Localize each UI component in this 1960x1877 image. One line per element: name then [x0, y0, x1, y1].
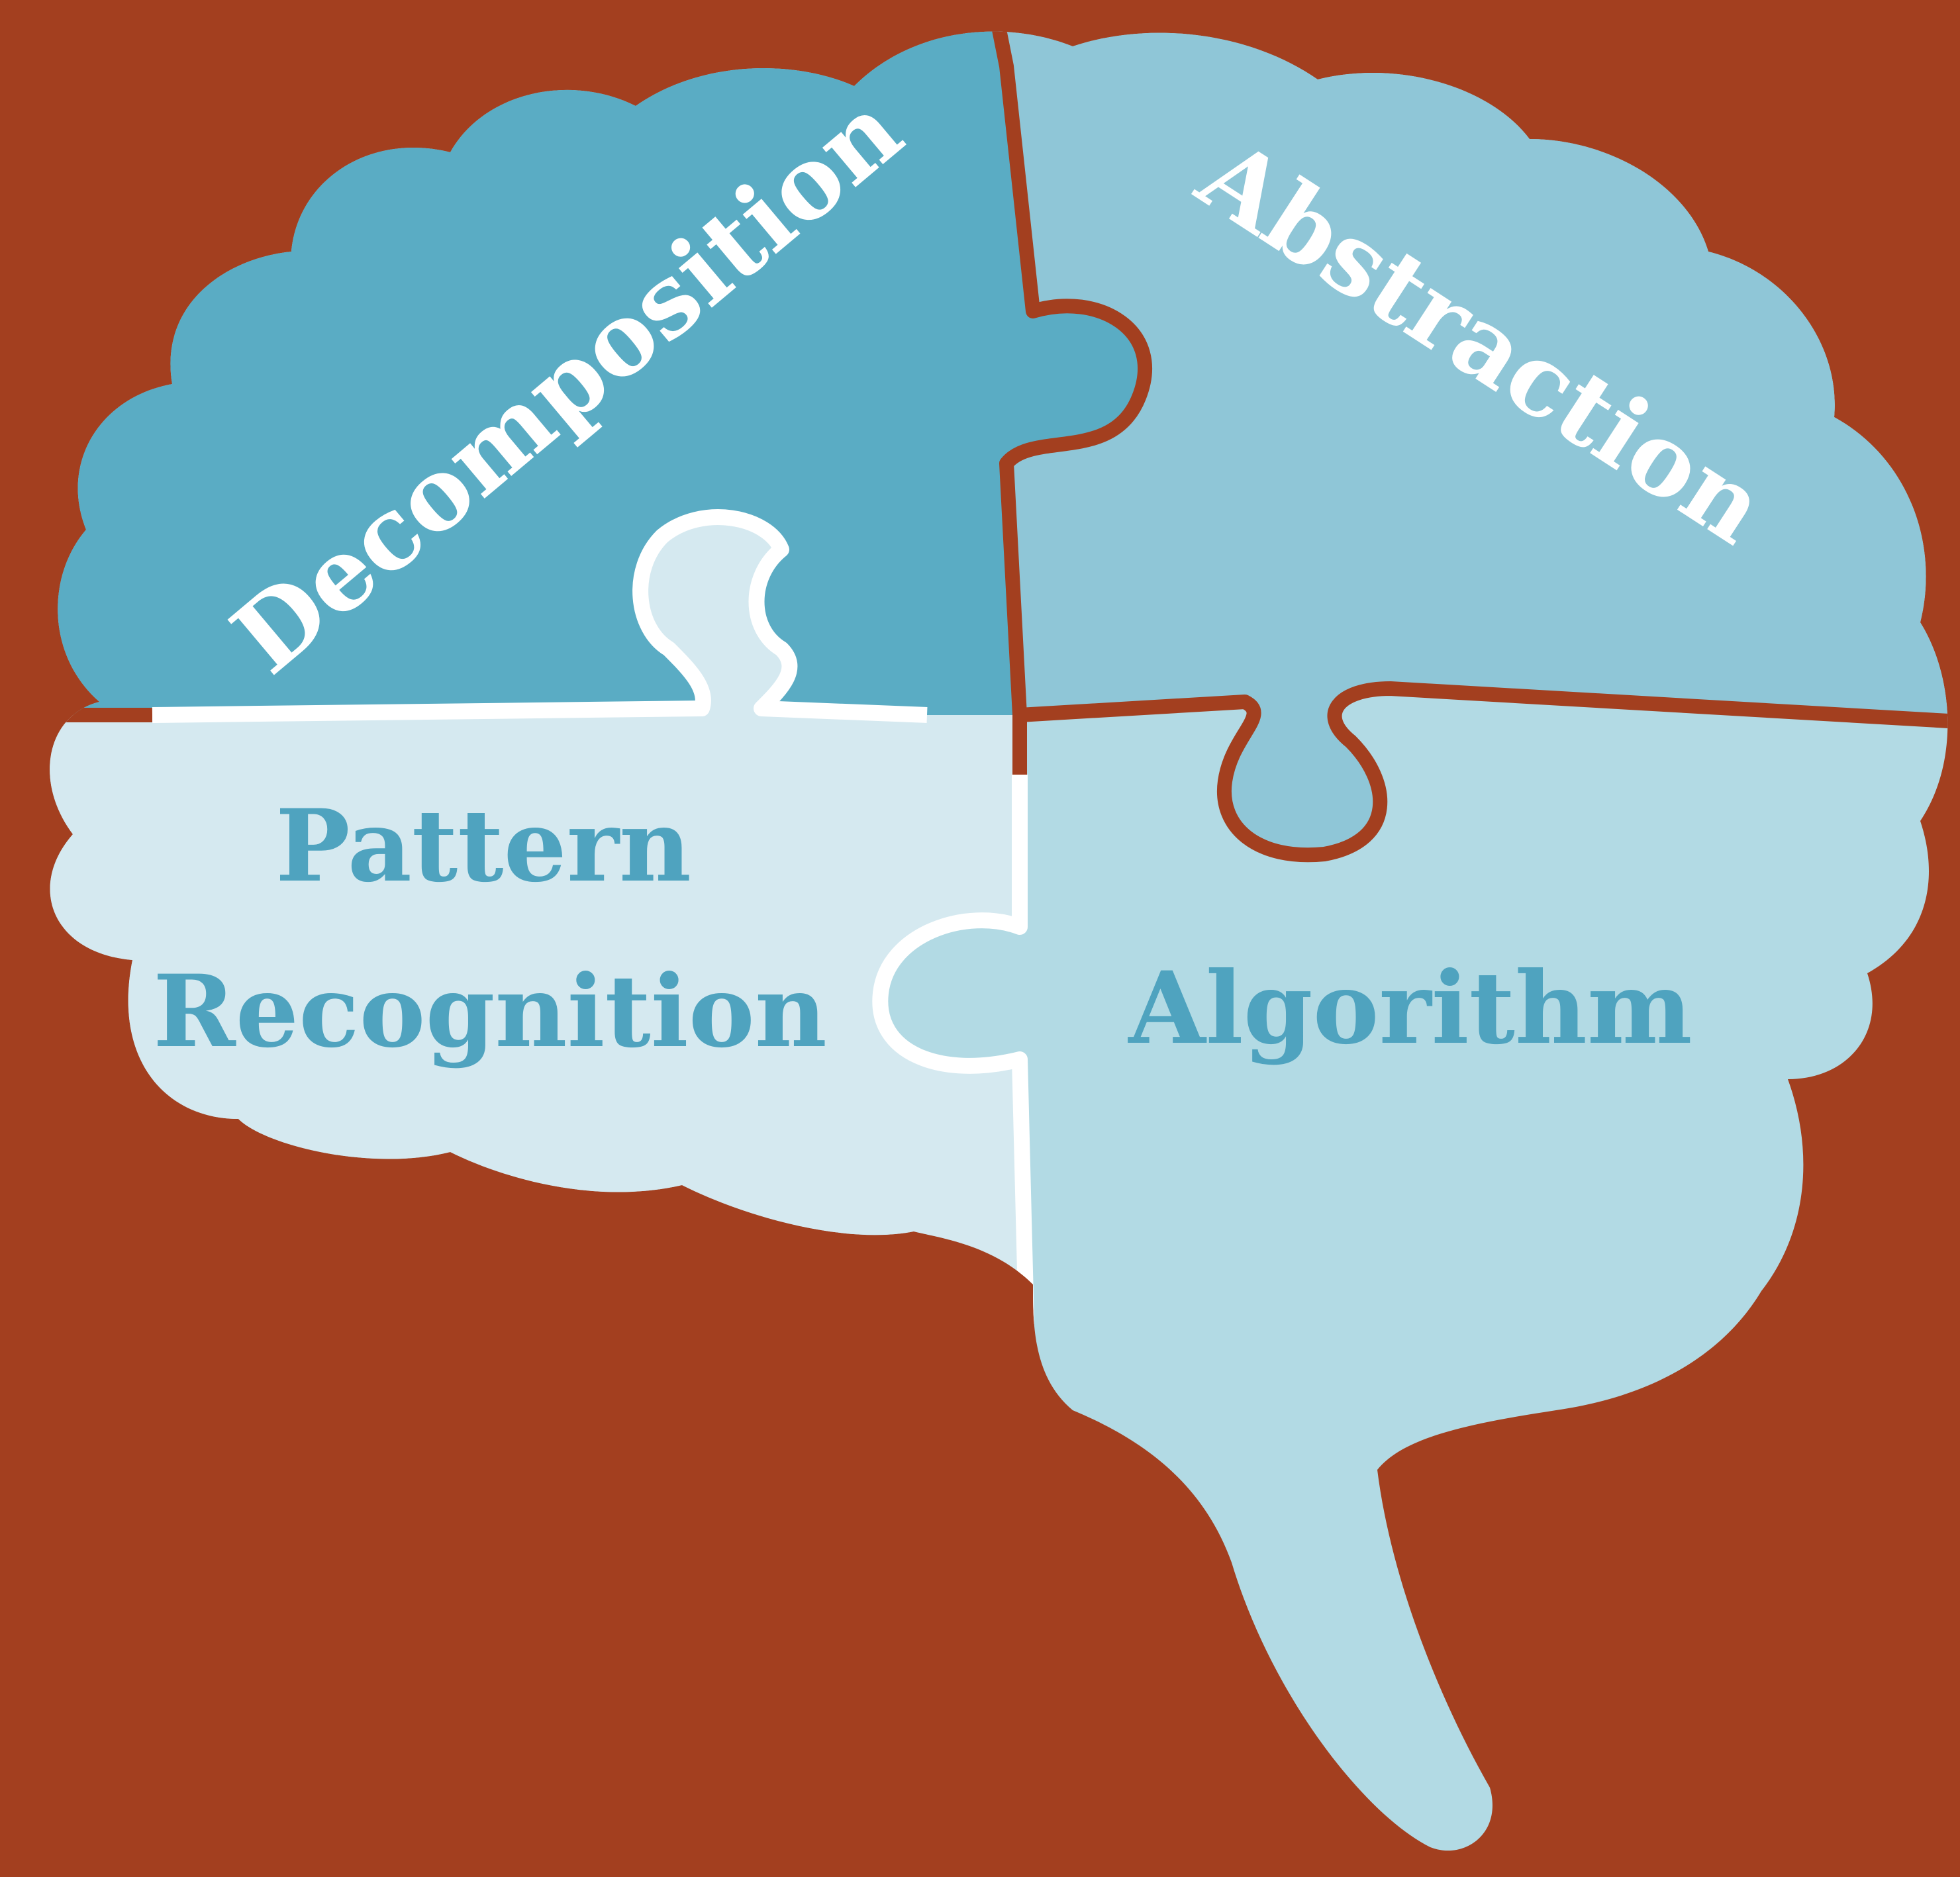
pattern-label-line1: Pattern — [275, 788, 691, 904]
seam-left-horizontal-light — [152, 509, 928, 723]
algorithm-label: Algorithm — [1127, 950, 1692, 1067]
recognition-label-line2: Recognition — [153, 953, 827, 1070]
seam-top-vertical — [986, 31, 1153, 716]
seam-right-horizontal — [1019, 681, 1948, 863]
seam-lower-vertical-light — [872, 775, 1034, 1325]
